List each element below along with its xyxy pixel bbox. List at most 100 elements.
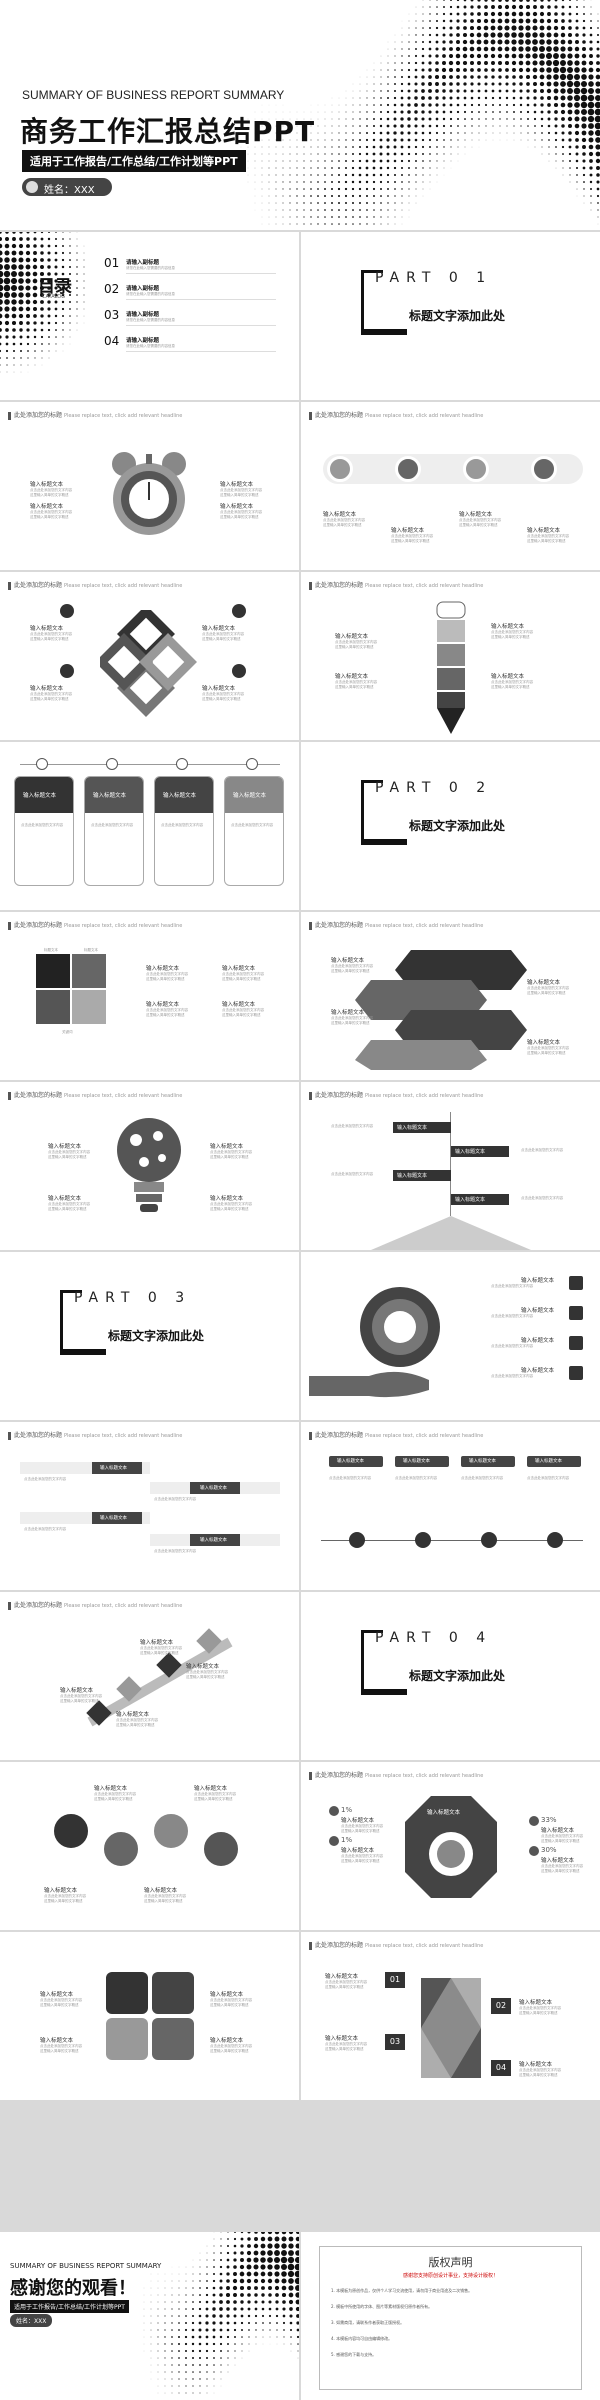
- catalog-divider: [126, 351, 276, 352]
- halftone-dot: [463, 96, 467, 100]
- halftone-dot: [421, 138, 425, 142]
- halftone-dot: [548, 153, 550, 155]
- halftone-dot: [337, 180, 341, 184]
- halftone-dot: [352, 146, 354, 148]
- halftone-dot: [199, 2266, 201, 2268]
- halftone-dot: [0, 328, 2, 332]
- halftone-dot: [62, 232, 64, 233]
- halftone-dot: [449, 103, 453, 107]
- halftone-dot: [219, 2300, 223, 2304]
- halftone-dot: [553, 32, 559, 38]
- part-02-slide: PART 0 2 标题文字添加此处: [301, 742, 600, 910]
- halftone-dot: [386, 145, 390, 149]
- halftone-dot: [206, 2245, 208, 2247]
- halftone-dot: [575, 33, 579, 37]
- halftone-dot: [358, 173, 362, 177]
- halftone-dot: [351, 187, 355, 191]
- halftone-dot: [282, 125, 284, 127]
- halftone-dot: [268, 139, 270, 141]
- halftone-dot: [380, 76, 382, 78]
- halftone-dot: [33, 251, 37, 255]
- banner-title: 输入标题文本: [200, 1538, 227, 1543]
- halftone-dot: [11, 299, 17, 305]
- halftone-dot: [583, 188, 585, 190]
- halftone-dot: [504, 60, 510, 66]
- halftone-dot: [505, 82, 509, 86]
- halftone-dot: [554, 110, 558, 114]
- halftone-dot: [310, 195, 312, 197]
- catalog-item-title[interactable]: 请输入副标题: [126, 312, 160, 318]
- halftone-dot: [408, 167, 410, 169]
- halftone-dot: [192, 2392, 194, 2394]
- halftone-dot: [595, 74, 600, 80]
- halftone-dot: [261, 202, 263, 204]
- halftone-dot: [171, 2364, 173, 2366]
- halftone-dot: [76, 273, 78, 275]
- halftone-dot: [518, 11, 524, 17]
- halftone-dot: [462, 39, 468, 45]
- halftone-dot: [55, 336, 57, 338]
- item-desc: 点击此处添加您的文字内容: [222, 972, 264, 976]
- halftone-dot: [400, 110, 404, 114]
- halftone-dot: [192, 2301, 194, 2303]
- halftone-dot: [456, 82, 460, 86]
- halftone-dot: [274, 2285, 280, 2291]
- halftone-dot: [171, 2308, 173, 2310]
- item-title: 输入标题文本: [459, 512, 493, 518]
- halftone-dot: [164, 2322, 166, 2324]
- halftone-dot: [205, 2335, 209, 2339]
- halftone-dot: [150, 2315, 152, 2317]
- halftone-dot: [532, 25, 538, 31]
- halftone-dot: [580, 101, 588, 109]
- halftone-dot: [219, 2307, 223, 2311]
- part-frame-top: [361, 270, 383, 273]
- halftone-dot: [261, 139, 263, 141]
- halftone-dot: [344, 201, 348, 205]
- halftone-dot: [587, 115, 595, 123]
- halftone-dot: [581, 60, 587, 66]
- halftone-dot: [499, 118, 501, 120]
- item-desc: 点击此处添加您的文字内容: [116, 1718, 158, 1722]
- halftone-dot: [469, 60, 475, 66]
- halftone-dot: [171, 2378, 173, 2380]
- halftone-dot: [595, 137, 600, 143]
- catalog-item-title[interactable]: 请输入副标题: [126, 260, 160, 266]
- halftone-dot: [470, 75, 474, 79]
- halftone-dot: [583, 195, 585, 197]
- halftone-dot: [19, 335, 23, 339]
- halftone-dot: [39, 278, 45, 284]
- copyright-line: 1. 本模板为原创作品，仅供个人学习交流使用，请勿用于商业用途及二次销售。: [331, 2288, 473, 2293]
- item-desc: 这里输入简单的文字概述: [222, 977, 261, 981]
- item-desc: 点击此处添加您的文字内容: [210, 1202, 252, 1206]
- halftone-dot: [61, 286, 65, 290]
- halftone-dot: [393, 152, 397, 156]
- stair-number: 01: [385, 1972, 405, 1988]
- halftone-dot: [282, 2321, 286, 2325]
- halftone-dot: [220, 2245, 222, 2247]
- halftone-dot: [471, 146, 473, 148]
- halftone-dot: [387, 69, 389, 71]
- item-desc: 这里输入简单的文字概述: [491, 635, 530, 639]
- halftone-dot: [414, 110, 418, 114]
- catalog-item-title[interactable]: 请输入副标题: [126, 338, 160, 344]
- halftone-dot: [54, 265, 58, 269]
- halftone-dot: [386, 166, 390, 170]
- flag-pole: [450, 1112, 451, 1216]
- halftone-dot: [497, 25, 503, 31]
- halftone-dot: [574, 130, 580, 136]
- item-title: 输入标题文本: [335, 634, 369, 640]
- halftone-dot: [533, 96, 537, 100]
- bulb-icon: [100, 1828, 142, 1870]
- halftone-dot: [407, 103, 411, 107]
- halftone-dot: [407, 131, 411, 135]
- halftone-dot: [379, 159, 383, 163]
- halftone-dot: [352, 223, 354, 225]
- halftone-dot: [289, 181, 291, 183]
- halftone-dot: [268, 181, 270, 183]
- halftone-dot: [345, 125, 347, 127]
- halftone-dot: [422, 167, 424, 169]
- item-title: 输入标题文本: [491, 674, 525, 680]
- catalog-item-title[interactable]: 请输入副标题: [126, 286, 160, 292]
- halftone-dot: [247, 2314, 251, 2318]
- halftone-dot: [435, 68, 439, 72]
